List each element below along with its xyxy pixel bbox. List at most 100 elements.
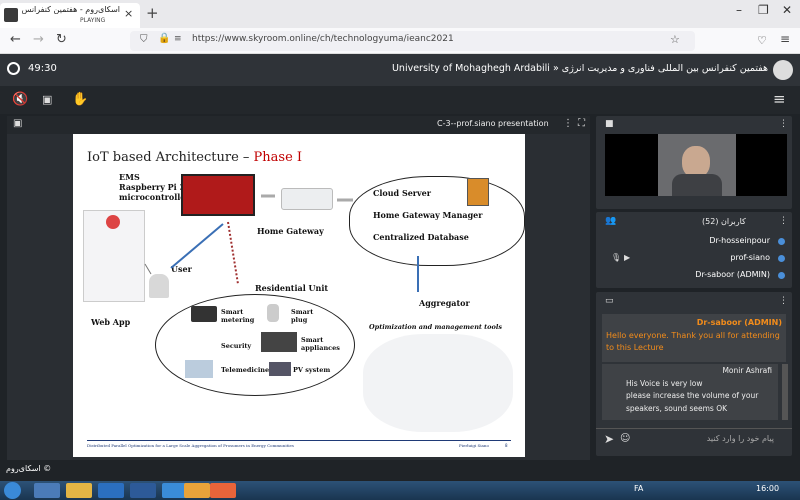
chat-more-icon[interactable]: ⋮ (779, 296, 788, 306)
minimize-icon[interactable]: – (736, 3, 742, 17)
user-icon (778, 255, 785, 262)
user-ems-arrow (170, 223, 224, 269)
close-tab-icon[interactable]: × (124, 7, 134, 20)
start-button[interactable] (4, 482, 21, 499)
skyroom-favicon-icon (4, 8, 18, 22)
windows-taskbar: FA 16:00 (0, 481, 800, 500)
presentation-panel: ▣ C-3--prof.siano presentation ⋮ ⛶ IoT b… (7, 116, 590, 460)
user-figure-image (149, 274, 169, 298)
browser-tab-bar: اسکای‌روم - هفتمین کنفرانس بین الم PLAYI… (0, 0, 800, 28)
telemedicine-image (185, 360, 213, 378)
language-indicator[interactable]: FA (634, 484, 644, 493)
bookmark-star-icon[interactable]: ☆ (670, 33, 680, 46)
edge-icon[interactable] (162, 483, 188, 498)
smart-plug-label: Smart plug (291, 308, 314, 324)
smart-appliances-label: Smart appliances (301, 336, 340, 352)
user-item[interactable]: prof-siano (730, 253, 770, 262)
speaker-video[interactable] (658, 134, 736, 196)
chat-message: Dr-saboor (ADMIN) Hello everyone. Thank … (602, 314, 786, 362)
raspberry-pi-image (181, 174, 255, 216)
slide-title: IoT based Architecture – Phase I (87, 150, 302, 165)
ie-icon[interactable] (34, 483, 60, 498)
microcontroller-label: microcontroller (119, 192, 190, 202)
explorer-icon[interactable] (66, 483, 92, 498)
user-label: User (171, 264, 192, 274)
raise-hand-icon[interactable]: ✋ (72, 92, 89, 107)
residential-unit-ellipse (155, 294, 355, 396)
home-gateway-label: Home Gateway (257, 226, 324, 236)
ems-label: EMS (119, 172, 140, 182)
room-title: University of Mohaghegh Ardabili » هفتمی… (391, 63, 768, 74)
ems-residential-arrow (227, 221, 239, 285)
appliances-image (261, 332, 297, 352)
fullscreen-icon[interactable]: ⛶ (578, 118, 585, 129)
clock-icon (7, 62, 20, 75)
slide-title-main: IoT based Architecture – (87, 150, 254, 165)
present-icon[interactable]: ▣ (13, 118, 23, 129)
chat-scrollbar[interactable] (782, 364, 788, 420)
shield-icon[interactable]: ⛉ (140, 34, 148, 45)
tab-title: اسکای‌روم - هفتمین کنفرانس بین الم (22, 5, 120, 14)
telemedicine-label: Telemedicine (221, 366, 270, 374)
speaker-muted-icon[interactable]: 🔇 (12, 92, 29, 107)
footer-title: Distributed Parallel Optimization for a … (87, 443, 294, 448)
gateway-manager-label: Home Gateway Manager (373, 210, 483, 220)
emoji-icon[interactable]: ☺ (620, 433, 631, 444)
optimization-tools-label: Optimization and management tools (369, 323, 502, 331)
speaker-face (682, 146, 710, 178)
send-icon[interactable]: ➤ (604, 432, 615, 446)
webapp-user-arrow (144, 263, 152, 275)
address-bar[interactable]: ⛉ 🔒 ≡ https://www.skyroom.online/ch/tech… (130, 31, 695, 51)
cloud-shape (349, 176, 525, 266)
presentation-header: ▣ C-3--prof.siano presentation ⋮ ⛶ (7, 116, 590, 134)
chrome-icon[interactable] (184, 483, 210, 498)
web-app-screenshot (83, 210, 145, 302)
router-image (281, 188, 333, 210)
present-screen-icon[interactable]: ▣ (42, 93, 53, 106)
camera-more-icon[interactable]: ⋮ (779, 119, 788, 129)
close-window-icon[interactable]: ✕ (782, 3, 793, 17)
user-icon (778, 238, 785, 245)
residential-unit-label: Residential Unit (255, 283, 329, 293)
lock-icon[interactable]: 🔒 (158, 33, 171, 44)
session-timer: 49:30 (28, 63, 57, 74)
slide-arrows (144, 194, 419, 292)
user-avatar[interactable] (773, 60, 793, 80)
browser-menu-icon[interactable]: ≡ (780, 32, 791, 46)
slide-title-phase: Phase I (253, 150, 303, 165)
brand-label: اسکای‌روم © (6, 464, 52, 473)
microphone-icon: 🎙 (611, 253, 622, 262)
users-panel: 👥 کاربران (52) ⋮ Dr-hosseinpour prof-sia… (596, 212, 792, 288)
menu-icon[interactable]: ≡ (773, 90, 786, 108)
server-image (467, 178, 489, 206)
browser-nav-bar: ← → ↻ ⛉ 🔒 ≡ https://www.skyroom.online/c… (0, 28, 800, 54)
message-text-2: please increase the volume of your speak… (626, 391, 759, 413)
user-item[interactable]: Dr-saboor (ADMIN) (695, 270, 770, 279)
chat-input-bar: ➤ ☺ پیام خود را وارد کنید (596, 428, 792, 452)
pv-panel-image (269, 362, 291, 376)
chat-icon: ▭ (605, 296, 614, 306)
smart-meter-image (191, 306, 217, 322)
maximize-icon[interactable]: ❐ (758, 3, 769, 17)
pocket-icon[interactable]: ♡ (757, 34, 767, 47)
slide: IoT based Architecture – Phase I EMS Ras… (73, 134, 525, 457)
camera-icon[interactable]: ■ (605, 119, 614, 129)
users-more-icon[interactable]: ⋮ (779, 216, 788, 226)
footer-author: Pierluigi Siano (459, 443, 489, 448)
back-arrow-icon[interactable]: ← (10, 32, 21, 47)
new-tab-button[interactable]: + (146, 4, 159, 22)
app-icon[interactable] (98, 483, 124, 498)
rpi-label: Raspberry Pi 3 (119, 182, 186, 192)
presentation-more-icon[interactable]: ⋮ (563, 118, 573, 129)
word-icon[interactable] (130, 483, 156, 498)
reload-icon[interactable]: ↻ (56, 32, 67, 47)
permissions-icon[interactable]: ≡ (174, 34, 182, 44)
forward-arrow-icon[interactable]: → (33, 32, 44, 47)
browser-tab[interactable]: اسکای‌روم - هفتمین کنفرانس بین الم PLAYI… (0, 3, 140, 28)
chat-input[interactable]: پیام خود را وارد کنید (706, 434, 774, 443)
room-toolbar: 🔇 ▣ ✋ ≡ (0, 86, 800, 114)
user-item[interactable]: Dr-hosseinpour (709, 236, 770, 245)
tab-playing-status: PLAYING (80, 17, 106, 24)
chat-message: Monir Ashrafi His Voice is very low plea… (602, 364, 778, 420)
firefox-icon[interactable] (210, 483, 236, 498)
